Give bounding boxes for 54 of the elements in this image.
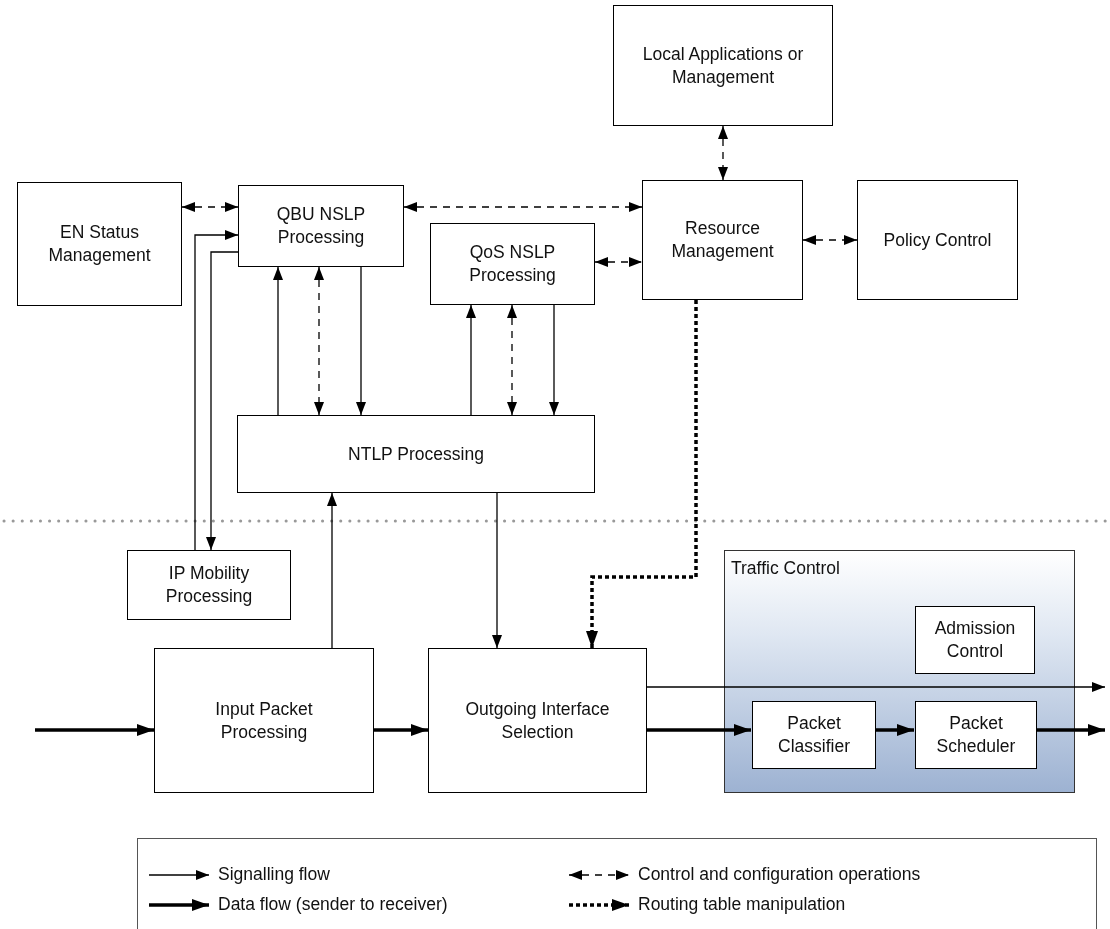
box-label: Packet Scheduler xyxy=(935,712,1017,758)
legend-text: Signalling flow xyxy=(218,864,330,885)
arrow xyxy=(718,125,728,181)
arrow xyxy=(194,230,239,551)
process-box xyxy=(127,550,291,620)
legend-text: Routing table manipulation xyxy=(638,894,846,915)
group-title: Traffic Control xyxy=(731,557,840,580)
arrow xyxy=(594,257,643,267)
arrow xyxy=(327,492,337,649)
legend-text: Control and configuration operations xyxy=(638,864,921,885)
arrow xyxy=(403,202,643,212)
arrow xyxy=(549,304,559,416)
process-box xyxy=(857,180,1018,300)
legend-text: Data flow (sender to receiver) xyxy=(218,894,448,915)
box-label: Policy Control xyxy=(882,228,993,252)
arrow xyxy=(466,304,476,416)
box-label: QoS NSLP Processing xyxy=(468,241,557,287)
arrow xyxy=(802,235,858,245)
process-box xyxy=(752,701,876,769)
process-box xyxy=(430,223,595,305)
process-box xyxy=(915,606,1035,674)
arrow xyxy=(1036,724,1105,736)
arrow xyxy=(647,724,751,736)
arrow xyxy=(586,300,698,648)
process-box xyxy=(154,648,374,793)
arrow xyxy=(35,724,154,736)
box-label: Resource Management xyxy=(670,217,775,263)
box-label: Packet Classifier xyxy=(777,712,851,758)
arrow xyxy=(507,304,517,416)
process-box xyxy=(238,185,404,267)
arrow xyxy=(314,266,324,416)
box-label: NTLP Processing xyxy=(347,442,485,466)
group-panel xyxy=(724,550,1075,793)
box-label: Admission Control xyxy=(933,617,1017,663)
process-box xyxy=(613,5,833,126)
arrow xyxy=(206,251,239,551)
process-box xyxy=(237,415,595,493)
arrow xyxy=(492,492,502,649)
arrow xyxy=(875,724,914,736)
box-label: QBU NSLP Processing xyxy=(275,203,367,249)
arrow xyxy=(273,266,283,416)
arrow xyxy=(356,266,366,416)
box-label: EN Status Management xyxy=(47,221,152,267)
process-box xyxy=(428,648,647,793)
arrow xyxy=(181,202,239,212)
box-label: Local Applications or Management xyxy=(641,42,805,89)
process-box xyxy=(915,701,1037,769)
box-label: Outgoing Interface Selection xyxy=(464,697,611,744)
arrow xyxy=(374,724,428,736)
box-label: IP Mobility Processing xyxy=(164,562,254,608)
process-box xyxy=(17,182,182,306)
box-label: Input Packet Processing xyxy=(214,697,314,744)
arrow xyxy=(646,682,1106,692)
process-box xyxy=(642,180,803,300)
